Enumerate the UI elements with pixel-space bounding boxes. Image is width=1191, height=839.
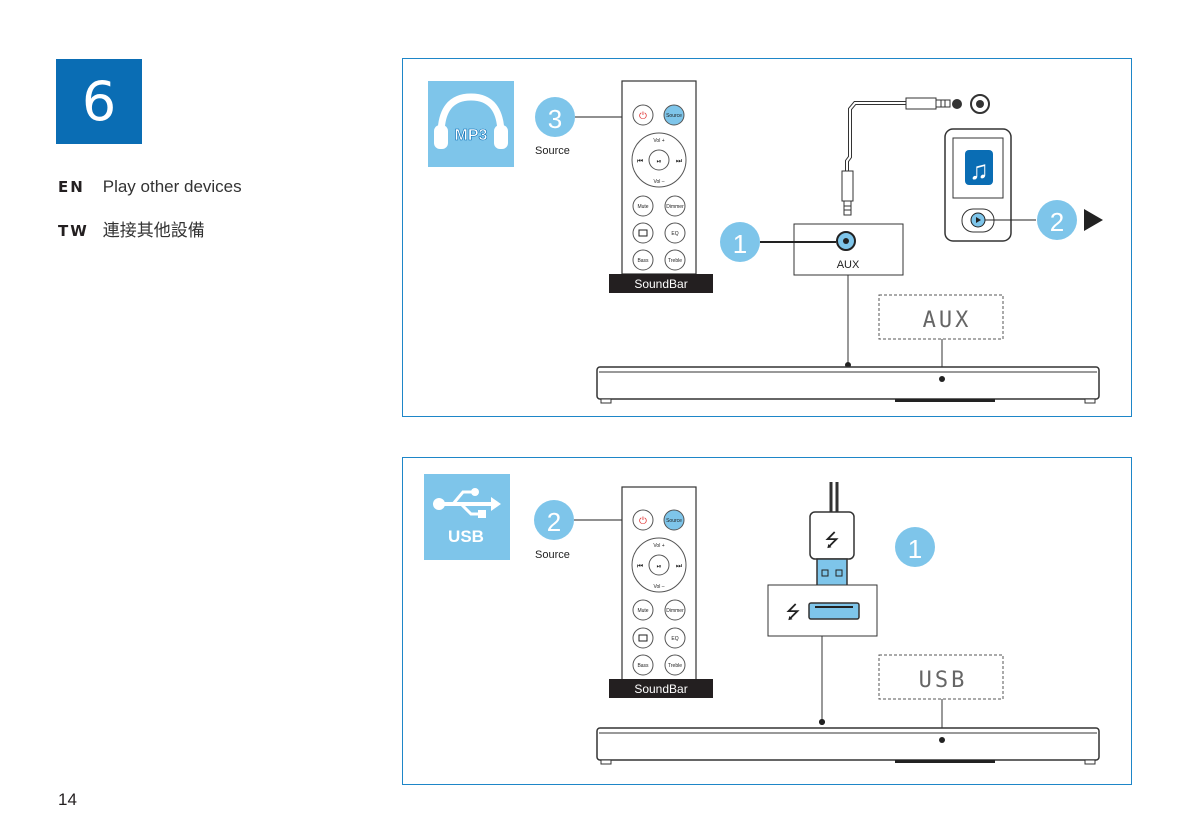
badge-label: MP3 bbox=[455, 127, 488, 144]
aux-panel: MP3 3 Source ⏻ Source ⏯ Vol + Vol – ⏮ ⏭ … bbox=[402, 58, 1132, 417]
svg-text:⏮: ⏮ bbox=[637, 158, 643, 165]
svg-text:⏮: ⏮ bbox=[637, 563, 643, 570]
usb-symbol-icon: ⭍ bbox=[786, 602, 801, 622]
power-icon: ⏻ bbox=[639, 516, 647, 527]
mp3-badge: MP3 bbox=[428, 81, 514, 167]
remote-control: ⏻ Source ⏯ Vol + Vol – ⏮ ⏭ Mute Dimmer E… bbox=[609, 487, 713, 698]
svg-text:EQ: EQ bbox=[671, 636, 678, 642]
svg-text:1: 1 bbox=[908, 534, 922, 564]
step-callout-number: 3 bbox=[548, 104, 562, 134]
svg-text:Mute: Mute bbox=[637, 608, 648, 614]
svg-text:2: 2 bbox=[547, 507, 561, 537]
svg-text:Treble: Treble bbox=[668, 663, 682, 669]
page-number: 14 bbox=[58, 790, 77, 810]
svg-text:Vol –: Vol – bbox=[653, 584, 664, 590]
svg-text:⭍: ⭍ bbox=[825, 530, 840, 550]
svg-text:Mute: Mute bbox=[637, 204, 648, 210]
svg-text:2: 2 bbox=[1050, 207, 1064, 237]
svg-text:⏯: ⏯ bbox=[657, 564, 662, 570]
instruction-text: 連接其他設備 bbox=[103, 221, 205, 240]
usb-stick: ⭍ bbox=[810, 482, 854, 591]
svg-text:Dimmer: Dimmer bbox=[666, 608, 684, 614]
power-icon: ⏻ bbox=[639, 111, 647, 122]
play-arrow-icon bbox=[1084, 209, 1103, 231]
svg-text:Source: Source bbox=[666, 113, 682, 119]
svg-text:EQ: EQ bbox=[671, 231, 678, 237]
svg-text:⏭: ⏭ bbox=[676, 563, 683, 570]
svg-text:⏯: ⏯ bbox=[657, 159, 662, 165]
svg-text:⏭: ⏭ bbox=[676, 158, 683, 165]
svg-text:♫: ♫ bbox=[969, 155, 989, 185]
instruction-text: Play other devices bbox=[103, 177, 242, 196]
svg-text:Bass: Bass bbox=[637, 663, 649, 669]
svg-text:1: 1 bbox=[733, 229, 747, 259]
language-code: EN bbox=[58, 178, 98, 196]
svg-text:Vol +: Vol + bbox=[653, 138, 664, 144]
cable-plug bbox=[906, 98, 936, 109]
aux-label: AUX bbox=[837, 259, 860, 271]
badge-label: USB bbox=[448, 527, 484, 546]
source-label: Source bbox=[535, 549, 570, 561]
svg-text:Treble: Treble bbox=[668, 258, 682, 264]
step-number: 6 bbox=[56, 59, 142, 144]
usb-port bbox=[809, 603, 859, 619]
language-code: TW bbox=[58, 222, 98, 240]
remote-brand: SoundBar bbox=[634, 277, 687, 291]
display-text: USB bbox=[919, 668, 968, 693]
usb-badge: USB bbox=[424, 474, 510, 560]
soundbar bbox=[597, 728, 1099, 764]
usb-panel: USB 2 Source ⏻ Source ⏯ Vol + Vol – ⏮ ⏭ … bbox=[402, 457, 1132, 785]
language-row-tw: TW 連接其他設備 bbox=[58, 216, 205, 241]
svg-text:Bass: Bass bbox=[637, 258, 649, 264]
svg-text:Vol –: Vol – bbox=[653, 179, 664, 185]
svg-text:Vol +: Vol + bbox=[653, 543, 664, 549]
mp3-player: ♫ bbox=[945, 129, 1011, 241]
remote-brand: SoundBar bbox=[634, 682, 687, 696]
soundbar bbox=[597, 367, 1099, 403]
svg-text:Dimmer: Dimmer bbox=[666, 204, 684, 210]
source-label: Source bbox=[535, 145, 570, 157]
remote-control: ⏻ Source ⏯ Vol + Vol – ⏮ ⏭ Mute Dimmer E… bbox=[609, 81, 713, 293]
language-row-en: EN Play other devices bbox=[58, 177, 242, 197]
svg-text:Source: Source bbox=[666, 518, 682, 524]
display-text: AUX bbox=[923, 308, 972, 333]
